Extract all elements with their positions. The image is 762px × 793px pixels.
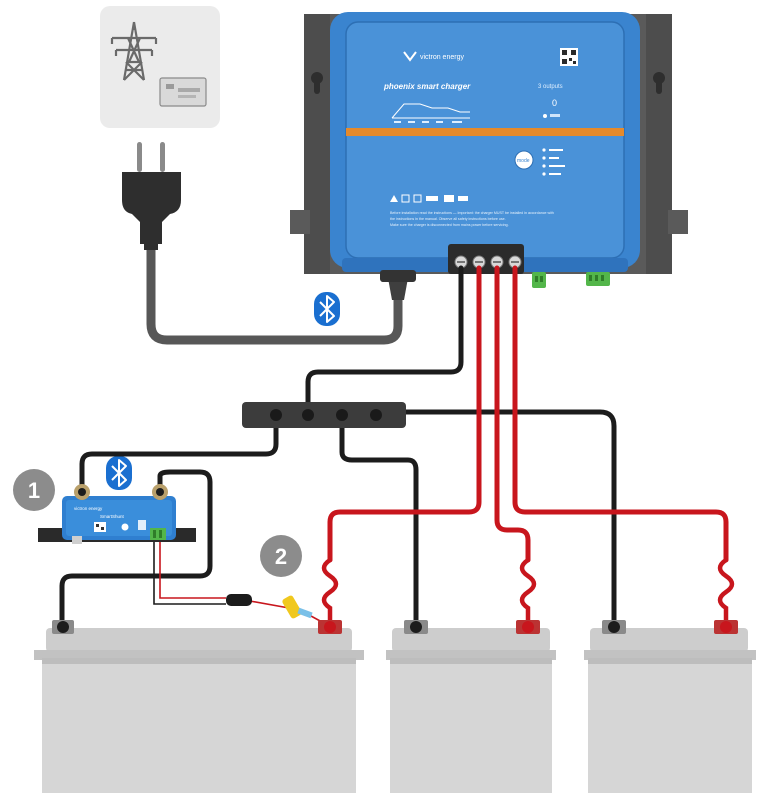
bluetooth-icon — [314, 292, 340, 326]
mains-grid-card — [100, 6, 220, 128]
charger-brand: victron energy — [420, 54, 464, 61]
bluetooth-icon-shunt — [106, 456, 132, 490]
keyhole-left — [311, 72, 323, 94]
step-marker-2: 2 — [260, 535, 302, 577]
battery-2 — [386, 620, 556, 793]
keyhole-right — [653, 72, 665, 94]
step-marker-1: 1 — [13, 469, 55, 511]
pylon-icon — [110, 21, 158, 81]
positive-wires — [327, 265, 729, 563]
output-terminal-block — [448, 244, 524, 274]
warning-line-1: Before installation read the instruction… — [390, 211, 554, 215]
phoenix-smart-charger: victron energy phoenix smart charger 3 o… — [330, 12, 640, 272]
mains-cable — [146, 240, 416, 345]
fuse-coils — [321, 557, 735, 629]
battery-3 — [584, 620, 756, 793]
smartshunt: victron energy SmartShunt — [38, 484, 196, 544]
charge-curve-icon — [391, 103, 470, 119]
mains-plug-icon — [122, 142, 181, 250]
shunt-brand: victron energy — [74, 506, 103, 511]
charger-outputs: 3 outputs — [538, 84, 563, 90]
victron-logo-icon — [403, 51, 417, 62]
svg-text:2: 2 — [275, 544, 287, 569]
certification-marks — [390, 194, 468, 203]
green-terminal-connectors — [532, 272, 610, 288]
wall-socket-icon — [159, 77, 207, 107]
svg-text:1: 1 — [28, 478, 40, 503]
mode-button — [514, 150, 534, 170]
negative-busbar — [242, 402, 406, 428]
warning-line-2: the instructions in the manual. Observe … — [390, 217, 506, 221]
qr-code-icon — [560, 48, 578, 66]
mode-label: mode — [517, 158, 530, 164]
status-led — [543, 114, 547, 118]
warning-line-3: Make sure the charger is disconnected fr… — [390, 223, 509, 227]
battery-1 — [34, 620, 364, 793]
negative-wires — [59, 265, 617, 633]
charger-model: phoenix smart charger — [383, 82, 471, 91]
shunt-model: SmartShunt — [100, 514, 125, 519]
orange-stripe — [346, 128, 624, 136]
inline-fuse — [226, 594, 313, 619]
output-led-label: 0 — [552, 98, 557, 108]
